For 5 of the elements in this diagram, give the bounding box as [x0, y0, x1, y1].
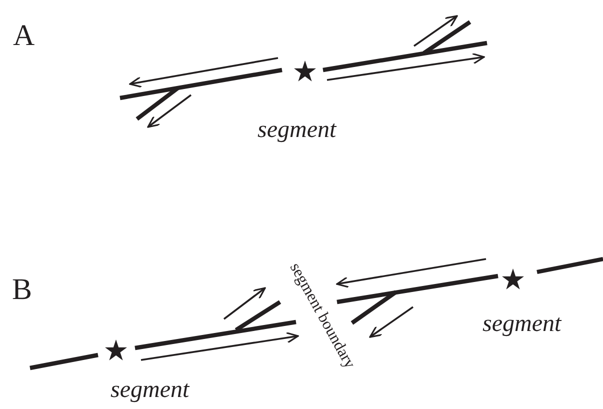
segment-label: segment — [482, 312, 562, 336]
segment-label: segment — [258, 118, 336, 142]
segment-label: segment — [110, 378, 190, 402]
panel-label: A — [13, 21, 35, 51]
panel-label: B — [12, 275, 32, 305]
